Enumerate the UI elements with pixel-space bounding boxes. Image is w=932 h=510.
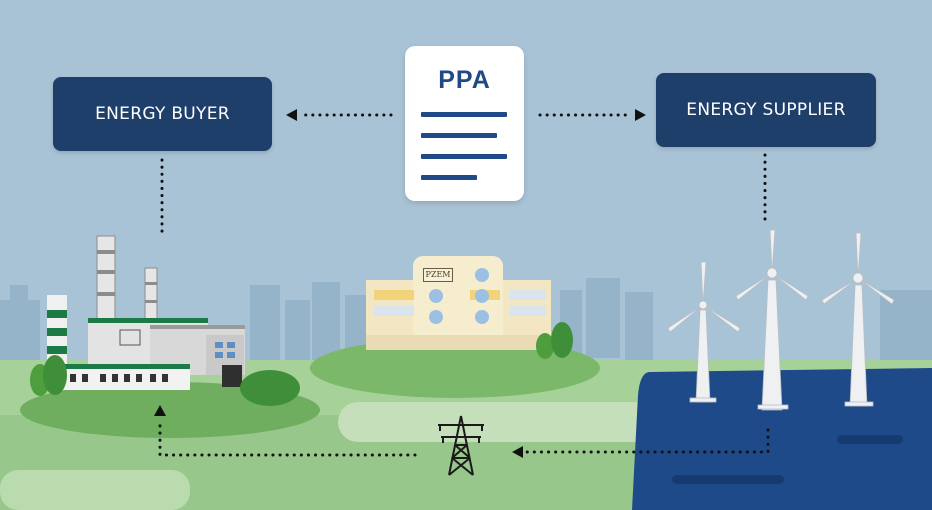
arrow-to-pylon-icon bbox=[512, 446, 523, 458]
connector-sea-to-pylon bbox=[523, 428, 770, 454]
flow-arrowheads bbox=[154, 109, 646, 458]
connector-pylon-to-factory bbox=[158, 418, 417, 457]
document-line bbox=[421, 133, 497, 138]
document-line bbox=[421, 154, 507, 159]
energy-supplier-label: ENERGY SUPPLIER bbox=[686, 100, 846, 120]
arrow-to-factory-icon bbox=[154, 405, 166, 416]
arrow-to-supplier-icon bbox=[635, 109, 646, 121]
energy-supplier-box: ENERGY SUPPLIER bbox=[656, 73, 876, 147]
document-line bbox=[421, 112, 507, 117]
office-logo: PZEM bbox=[423, 268, 453, 282]
energy-buyer-box: ENERGY BUYER bbox=[53, 77, 272, 151]
document-line bbox=[421, 175, 477, 180]
factory-icon bbox=[30, 235, 300, 406]
ppa-label: PPA bbox=[438, 66, 491, 94]
sea bbox=[632, 368, 932, 510]
flow-connectors bbox=[158, 113, 770, 457]
energy-buyer-label: ENERGY BUYER bbox=[95, 104, 230, 124]
city-skyline bbox=[0, 278, 932, 365]
office-building-icon bbox=[366, 256, 573, 359]
power-pylon-icon bbox=[438, 415, 484, 476]
wind-turbine-icon bbox=[667, 229, 895, 411]
arrow-to-buyer-icon bbox=[286, 109, 297, 121]
document-icon: PPA bbox=[405, 46, 524, 201]
